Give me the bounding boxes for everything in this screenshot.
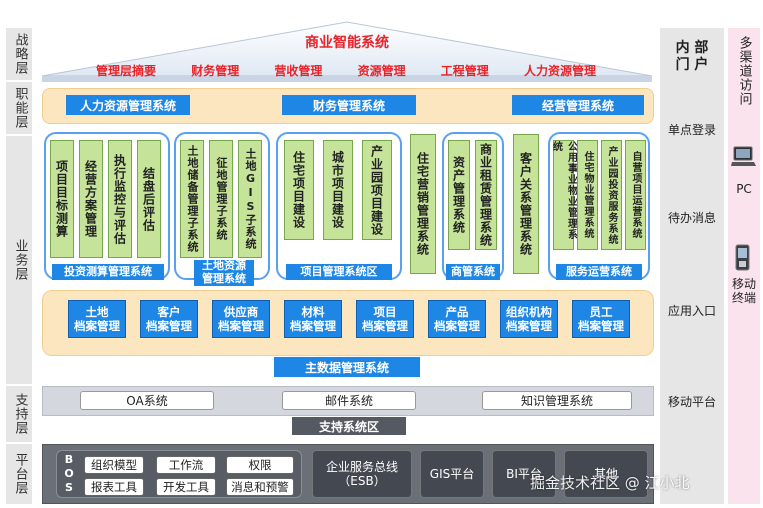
module-public-property: 公用事业物业管理系统: [551, 140, 577, 250]
platform-bi: BI平台: [492, 450, 556, 498]
portal-app-entry: 应用入口: [667, 304, 716, 318]
archive-customer: 客户 档案管理: [140, 300, 198, 338]
archive-material: 材料 档案管理: [284, 300, 342, 338]
module-post-evaluation: 结盘后评估: [137, 140, 161, 258]
group-land-label: 土地资源管理系统: [194, 259, 254, 286]
mobile-phone-icon: [735, 244, 750, 271]
roof-item: 管理层摘要: [96, 64, 157, 78]
archive-organization: 组织机构 档案管理: [500, 300, 558, 338]
roof-title: 商业智能系统: [305, 35, 389, 51]
archive-land: 土地 档案管理: [68, 300, 126, 338]
roof-items: 管理层摘要 财务管理 营收管理 资源管理 工程管理 人力资源管理: [96, 62, 596, 79]
module-self-operation: 自营项目运营系统: [625, 140, 646, 250]
function-bar-operation: 经营管理系统: [512, 95, 644, 115]
pc-icon: [731, 146, 756, 166]
channel-title: 多渠道访问: [736, 36, 752, 106]
module-land-acquisition: 征地管理子系统: [209, 140, 233, 258]
tool-permission: 权限: [226, 456, 294, 474]
layer-label-function: 职能层: [6, 82, 32, 134]
archive-employee: 员工 档案管理: [572, 300, 630, 338]
module-execution-monitor: 执行监控与评估: [108, 140, 132, 258]
portal-column: [660, 28, 724, 504]
tool-dev: 开发工具: [156, 478, 216, 496]
module-operation-plan: 经营方案管理: [79, 140, 103, 258]
tool-message-alert: 消息和预警: [226, 478, 294, 496]
roof-item: 财务管理: [191, 64, 240, 78]
platform-esb: 企业服务总线 （ESB）: [312, 450, 412, 498]
group-commercial-label: 商管系统: [446, 264, 500, 280]
platform-other: 其他: [564, 450, 648, 498]
roof-item: 营收管理: [274, 64, 323, 78]
roof-item: 人力资源管理: [523, 64, 596, 78]
module-commercial-leasing: 商业租赁管理系统: [475, 140, 497, 250]
archive-product: 产品 档案管理: [428, 300, 486, 338]
module-land-gis: 土地GIS子系统: [238, 140, 262, 258]
support-oa: OA系统: [80, 391, 214, 410]
platform-gis: GIS平台: [420, 450, 484, 498]
module-land-reserve: 土地储备管理子系统: [180, 140, 204, 258]
portal-mobile-platform: 移动平台: [667, 395, 716, 409]
layer-label-support: 支持层: [6, 386, 32, 442]
watermark: 掘金技术社区 @ 江小北: [530, 474, 690, 492]
archive-project: 项目 档案管理: [356, 300, 414, 338]
group-project-label: 项目管理系统区: [286, 264, 392, 280]
support-area-label: 支持系统区: [292, 417, 406, 435]
module-residential-marketing: 住宅营销管理系统: [410, 134, 436, 274]
roof-item: 资源管理: [357, 64, 406, 78]
portal-sso: 单点登录: [667, 123, 716, 137]
tool-workflow: 工作流: [156, 456, 216, 474]
master-data-panel: [42, 290, 654, 356]
bos-label: BOS: [62, 453, 76, 495]
function-bar-hr: 人力资源管理系统: [66, 95, 190, 115]
group-investment-label: 投资测算管理系统: [52, 264, 164, 280]
channel-mobile: 移动终端: [731, 277, 756, 305]
tool-org-model: 组织模型: [84, 456, 144, 474]
portal-todo: 待办消息: [667, 211, 716, 225]
roof-item: 工程管理: [440, 64, 489, 78]
module-industrial-project: 产业园项目建设: [362, 140, 392, 240]
module-residential-property: 住宅物业管理系统: [577, 140, 598, 250]
master-data-label: 主数据管理系统: [274, 357, 420, 377]
archive-supplier: 供应商 档案管理: [212, 300, 270, 338]
group-service-label: 服务运营系统: [556, 264, 642, 280]
roof-shape: [41, 21, 653, 82]
support-knowledge: 知识管理系统: [482, 391, 632, 410]
module-city-project: 城市项目建设: [323, 140, 353, 240]
layer-label-business: 业务层: [6, 136, 32, 384]
module-park-investment: 产业园投资服务系统: [601, 140, 622, 250]
module-residential-project: 住宅项目建设: [284, 140, 314, 240]
portal-title: 内 部 门 户: [675, 40, 709, 73]
module-crm: 客户关系管理系统: [513, 134, 539, 274]
layer-label-strategy: 战略层: [6, 28, 32, 80]
support-mail: 邮件系统: [282, 391, 416, 410]
module-asset-management: 资产管理系统: [448, 140, 470, 250]
layer-label-platform: 平台层: [6, 444, 32, 504]
channel-pc: PC: [736, 182, 752, 196]
function-bar-finance: 财务管理系统: [282, 95, 416, 115]
module-project-target: 项目目标测算: [50, 140, 74, 258]
tool-report: 报表工具: [84, 478, 144, 496]
